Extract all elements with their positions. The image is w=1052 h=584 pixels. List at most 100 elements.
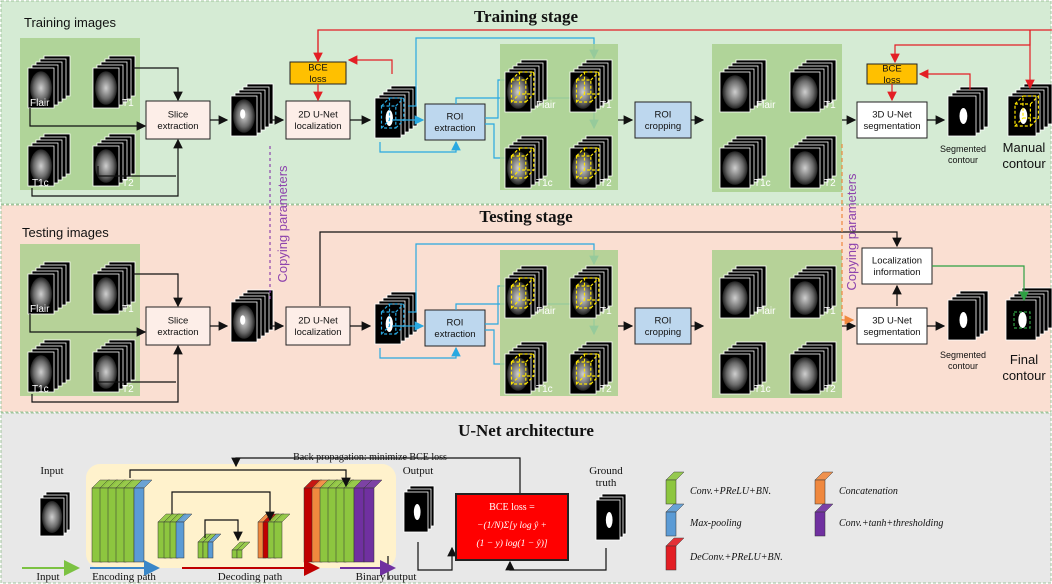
backprop-arrow [231, 457, 521, 500]
roi-flair-stack-roi-edge [511, 71, 520, 81]
t1c-stack-brain [30, 355, 52, 389]
modality-label: Flair [756, 306, 776, 317]
unet-output-label: Output [403, 465, 434, 477]
roi-flair-stack-roi-back [518, 71, 535, 95]
roi-t1-stack-roi-edge [576, 299, 585, 309]
ground-truth-label: truth [596, 477, 617, 489]
unet-output-stack-mask [413, 504, 421, 520]
localized-stack-roi-edge [381, 97, 390, 107]
slice-extraction-box-text: extraction [157, 327, 198, 338]
t1c-stack-brain [30, 149, 52, 183]
crop-t1c-stack-brain [722, 357, 748, 391]
training-title: Training stage [474, 7, 579, 26]
arrow [417, 542, 457, 571]
localized-stack-roi-edge [395, 303, 405, 313]
roi-flair-stack-roi-edge [525, 299, 535, 309]
arrow [31, 344, 183, 403]
enc-layer-1 [133, 487, 145, 563]
roi-t2-stack-roi-edge [590, 353, 600, 363]
unet-input-top: Input [40, 465, 63, 477]
unet2d-box-text: 2D U-Net [298, 316, 338, 327]
roi-t2-stack-roi-back [583, 353, 600, 377]
roi-cropping-box-text: cropping [645, 121, 681, 132]
unet3d-box-test-text: segmentation [863, 327, 920, 338]
manual-stack-roi-back [1022, 95, 1039, 119]
modality-label: Flair [756, 100, 776, 111]
slice-extraction-box [145, 306, 211, 346]
modality-label: T1c [536, 384, 553, 395]
ground-truth-stack-slice [595, 499, 621, 541]
crop-t2-stack-brain [792, 151, 818, 185]
unet3d-box-train [856, 101, 928, 139]
dec-layer-2 [273, 521, 283, 559]
roi-t1c-stack-roi-edge [511, 147, 520, 157]
arrow [133, 273, 183, 308]
manual-contour-label: Manual [1003, 140, 1046, 155]
final-contour-label: contour [1002, 368, 1046, 383]
unet3d-box-train-text: 3D U-Net [872, 110, 912, 121]
roi-cropping-box-text: ROI [655, 110, 672, 121]
roi-t2-stack-roi-edge [590, 375, 600, 385]
modality-label: T1c [754, 178, 771, 189]
modality-label: Flair [30, 304, 50, 315]
slice-extraction-box-text: Slice [168, 316, 189, 327]
legend-swatch-2 [665, 545, 677, 571]
manual-stack-mask [1019, 108, 1028, 124]
roi-flair-stack-roi-edge [511, 277, 520, 287]
copying-parameters-right: Copying parameters [844, 173, 859, 291]
legend-swatch-3 [814, 479, 826, 505]
roi-extraction-box-text: extraction [434, 329, 475, 340]
roi-t1c-stack-roi-edge [511, 375, 520, 385]
segmented-stack-train-mask [959, 108, 968, 124]
slice-stack-lesion [240, 315, 246, 325]
t1-stack-brain [95, 71, 117, 105]
roi-t2-stack-roi-edge [576, 147, 585, 157]
copying-parameters-left: Copying parameters [275, 165, 290, 283]
roi-t2-stack-roi-front [575, 155, 592, 179]
t2-stack-brain [95, 355, 117, 389]
roi-t1-stack-roi-front [575, 285, 592, 309]
bce-formula-line1: BCE loss = [489, 502, 535, 513]
backprop-label: Back propagation: minimize BCE loss [293, 452, 447, 463]
roi-t1-stack-roi-edge [576, 71, 585, 81]
dec-layer-1 [343, 487, 355, 563]
manual-stack-roi-edge [1014, 117, 1024, 127]
roi-t1-stack-roi-edge [590, 299, 600, 309]
arrow [918, 69, 971, 90]
modality-label: T2 [824, 178, 836, 189]
roi-flair-stack-roi-edge [525, 71, 535, 81]
modality-label: T1c [32, 384, 49, 395]
arrow [347, 55, 393, 74]
t2-stack-brain [95, 149, 117, 183]
testing-images-label: Testing images [22, 225, 109, 240]
modality-label: Flair [536, 306, 556, 317]
modality-label: T1c [536, 178, 553, 189]
roi-t1c-stack-roi-front [510, 155, 527, 179]
roi-flair-stack-roi-edge [525, 93, 535, 103]
arrow [29, 108, 147, 131]
bce-loss-box-3d-text: loss [884, 75, 901, 86]
bce-loss-box-2d-text: BCE [308, 63, 328, 74]
crop-flair-stack-brain [722, 75, 748, 109]
roi-t2-stack-roi-back [583, 147, 600, 171]
arrow [379, 140, 461, 153]
localization-info-box-text: Localization [872, 256, 922, 267]
modality-label: T2 [122, 178, 134, 189]
segmented-stack-train-slice [947, 95, 977, 137]
legend-label-0: Conv.+PReLU+BN. [690, 486, 771, 497]
localized-stack-roi-front [380, 105, 397, 129]
roi-extraction-box-text: ROI [447, 318, 464, 329]
crop-t1-stack-brain [792, 281, 818, 315]
unet-title: U-Net architecture [458, 421, 594, 440]
roi-extraction-box [424, 103, 486, 141]
localization-info-box [861, 247, 933, 285]
localized-stack-roi-back [388, 97, 405, 121]
ground-truth-label: Ground [589, 465, 623, 477]
localized-stack-roi-edge [395, 325, 405, 335]
unet2d-box-text: localization [295, 121, 342, 132]
segmented-contour-label: Segmented [940, 144, 986, 154]
roi-t1c-stack-roi-edge [525, 353, 535, 363]
localized-stack-roi-edge [381, 119, 390, 129]
segmented-contour-label: Segmented [940, 350, 986, 360]
